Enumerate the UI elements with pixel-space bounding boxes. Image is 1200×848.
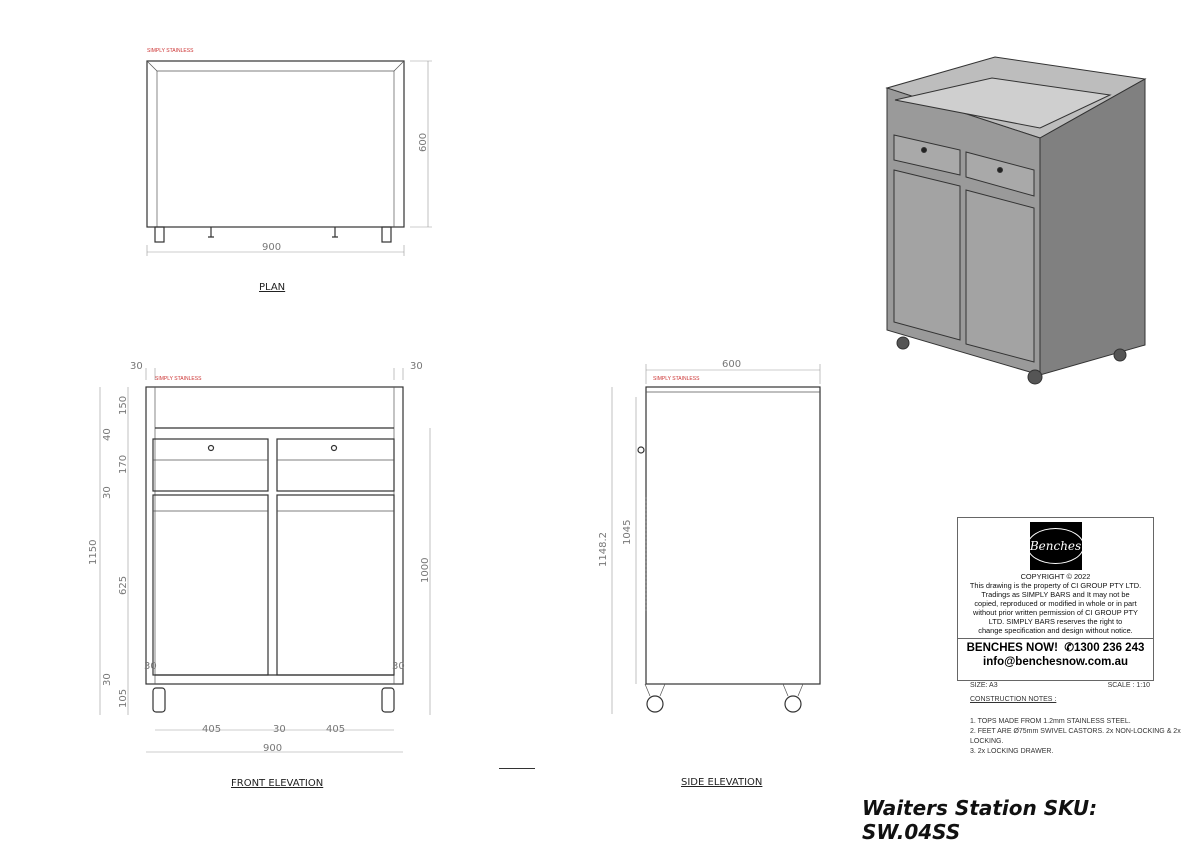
side-total-dim: 1148.2 <box>598 532 609 567</box>
side-body-dim: 1045 <box>622 520 633 545</box>
note-item: 2. FEET ARE Ø75mm SWIVEL CASTORS. 2x NON… <box>970 728 1181 745</box>
dim-side-right: 30 <box>410 361 423 372</box>
svg-text:SIMPLY STAINLESS: SIMPLY STAINLESS <box>653 376 700 382</box>
front-label: FRONT ELEVATION <box>231 778 323 789</box>
notice-line: change specification and design without … <box>978 626 1133 635</box>
email: info@benchesnow.com.au <box>983 656 1128 668</box>
dim-40: 40 <box>102 428 113 441</box>
phone-icon: ✆ <box>1064 642 1075 654</box>
dim-30b: 30 <box>102 673 113 686</box>
size-scale-row: SIZE: A3 SCALE : 1:10 <box>970 682 1150 689</box>
notice-line: Tradings as SIMPLY BARS and It may not b… <box>981 590 1130 599</box>
plan-label: PLAN <box>259 282 285 293</box>
notice-line: copied, reproduced or modified in whole … <box>974 599 1137 608</box>
plan-depth-dim: 600 <box>418 133 429 152</box>
sheet-size: SIZE: A3 <box>970 682 998 689</box>
svg-text:SIMPLY STAINLESS: SIMPLY STAINLESS <box>155 376 202 382</box>
title-block: Benches COPYRIGHT © 2022 This drawing is… <box>957 517 1154 681</box>
dim-inset-left: 30 <box>144 661 157 672</box>
center-mark <box>499 768 535 769</box>
copyright: COPYRIGHT © 2022 <box>1020 572 1091 581</box>
company-name: BENCHES NOW! <box>966 642 1058 654</box>
plan-width-dim: 900 <box>262 242 281 253</box>
dim-door-right: 405 <box>326 724 345 735</box>
side-depth-dim: 600 <box>722 359 741 370</box>
svg-text:SIMPLY STAINLESS: SIMPLY STAINLESS <box>147 48 194 54</box>
notice-line: without prior written permission of CI G… <box>973 608 1138 617</box>
plan-view: SIMPLY STAINLESS 900 600 PLAN <box>146 48 432 293</box>
note-item: 1. TOPS MADE FROM 1.2mm STAINLESS STEEL. <box>970 718 1131 725</box>
dim-625: 625 <box>118 576 129 595</box>
note-item: 3. 2x LOCKING DRAWER. <box>970 748 1054 755</box>
side-label: SIDE ELEVATION <box>681 777 762 788</box>
dim-gap: 30 <box>273 724 286 735</box>
dim-1150: 1150 <box>88 540 99 565</box>
dim-1000: 1000 <box>420 558 431 583</box>
front-elevation: SIMPLY STAINLESS 30 30 150 40 170 30 625… <box>88 361 431 789</box>
notice-line: This drawing is the property of CI GROUP… <box>969 581 1142 590</box>
dim-150: 150 <box>118 396 129 415</box>
dim-170: 170 <box>118 455 129 474</box>
dim-side-left: 30 <box>130 361 143 372</box>
side-elevation: SIMPLY STAINLESS 600 1148.2 1045 SIDE EL… <box>598 359 821 788</box>
product-title: Waiters Station SKU: SW.04SS <box>862 796 1098 844</box>
dim-900: 900 <box>263 743 282 754</box>
construction-notes: CONSTRUCTION NOTES : 1. TOPS MADE FROM 1… <box>970 695 1185 757</box>
perspective-view <box>885 56 1147 385</box>
notice-line: LTD. SIMPLY BARS reserves the right to <box>988 617 1123 626</box>
benches-logo: Benches <box>1026 522 1085 570</box>
dim-inset-right: 30 <box>392 661 405 672</box>
dim-door-left: 405 <box>202 724 221 735</box>
dim-105: 105 <box>118 689 129 708</box>
notes-heading: CONSTRUCTION NOTES : <box>970 696 1057 703</box>
scale: SCALE : 1:10 <box>1107 682 1150 689</box>
dim-30a: 30 <box>102 486 113 499</box>
contact-info: BENCHES NOW! ✆1300 236 243 info@benchesn… <box>958 638 1153 669</box>
phone-number: 1300 236 243 <box>1074 642 1145 654</box>
